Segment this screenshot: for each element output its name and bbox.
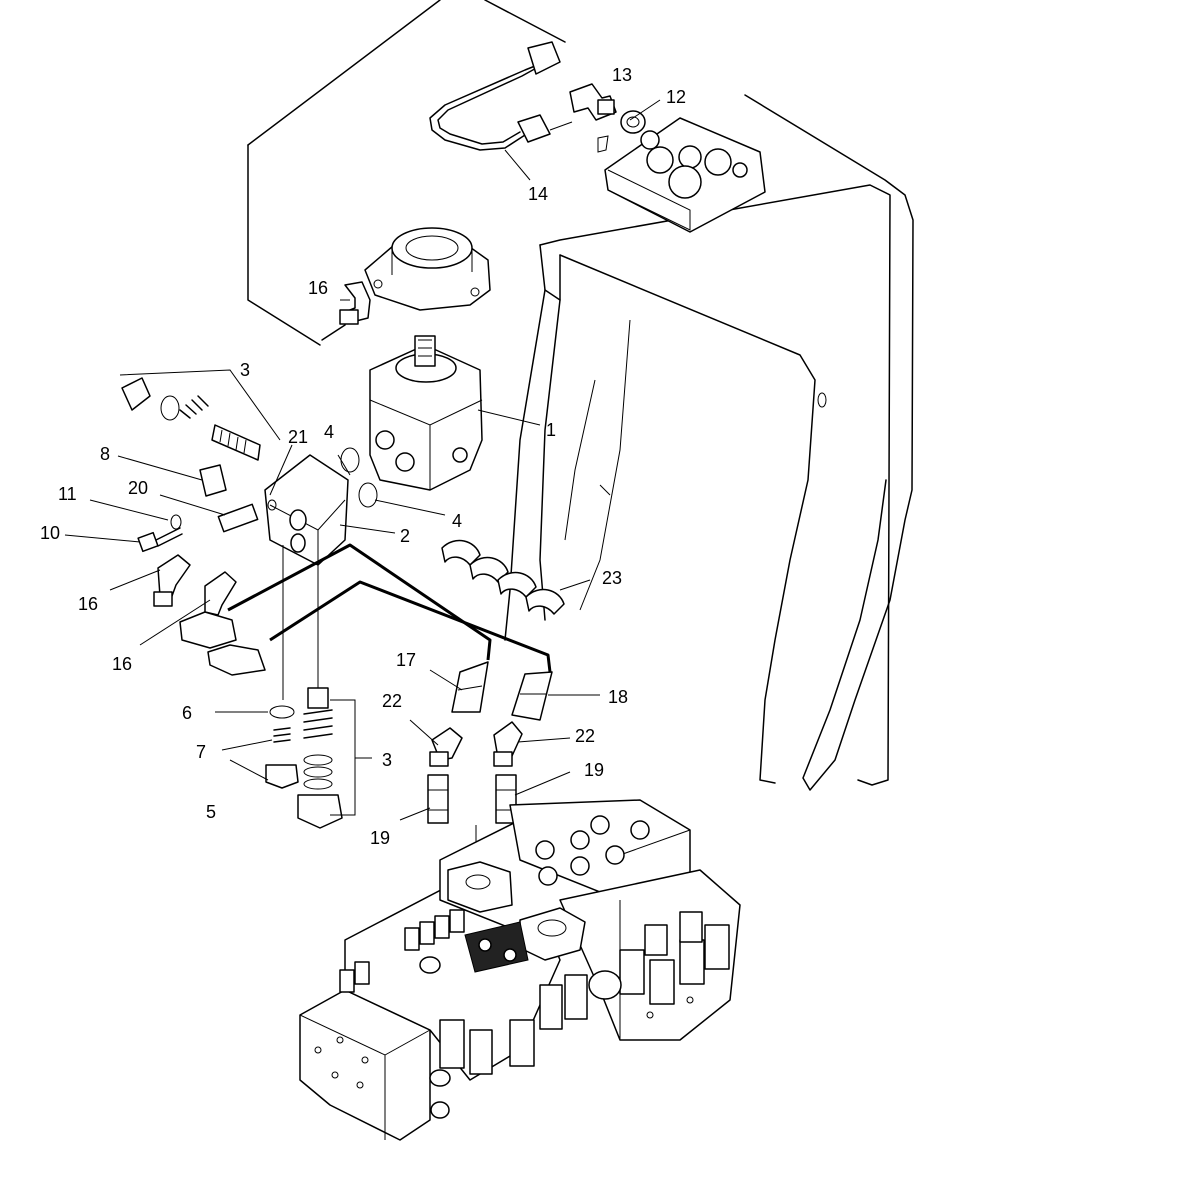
nipple-19 <box>427 774 517 824</box>
callout-23: 23 <box>602 568 622 588</box>
plug-8 <box>199 464 227 497</box>
callout-16: 16 <box>112 654 132 674</box>
clamp-23 <box>441 539 565 615</box>
cab-frame <box>504 94 914 791</box>
callout-labels: 1 2 3 3 4 4 5 6 7 8 10 11 12 13 14 16 16… <box>40 65 686 848</box>
callout-20: 20 <box>128 478 148 498</box>
upper-panel-outline <box>247 0 566 346</box>
mounting-plate <box>597 117 766 233</box>
callout-12: 12 <box>666 87 686 107</box>
elbow-fitting-22 <box>429 721 523 767</box>
callout-11: 11 <box>58 484 77 504</box>
relief-valve-3-upper <box>121 377 261 461</box>
callout-8: 8 <box>100 444 110 464</box>
bolt-10 <box>137 514 183 553</box>
callout-6: 6 <box>182 703 192 723</box>
callout-17: 17 <box>396 650 416 670</box>
hose-end-18 <box>511 671 553 721</box>
callout-22: 22 <box>382 691 402 711</box>
callout-2: 2 <box>400 526 410 546</box>
callout-4: 4 <box>452 511 462 531</box>
callout-22: 22 <box>575 726 595 746</box>
plug-5 <box>265 764 299 789</box>
callout-16: 16 <box>308 278 328 298</box>
callout-1: 1 <box>546 420 556 440</box>
hose-17 <box>179 543 552 676</box>
callout-13: 13 <box>612 65 632 85</box>
hose-end-17 <box>451 661 489 713</box>
control-valve-assembly <box>299 799 741 1141</box>
callout-10: 10 <box>40 523 60 543</box>
o-ring-6 <box>269 705 295 719</box>
callout-3: 3 <box>382 750 392 770</box>
tube-14 <box>429 41 573 151</box>
callout-18: 18 <box>608 687 628 707</box>
elbow-fitting-13 <box>569 83 617 121</box>
leader-lines <box>64 99 661 821</box>
callout-7: 7 <box>196 742 206 762</box>
adapter-12 <box>620 110 646 134</box>
callout-3: 3 <box>240 360 250 380</box>
callout-21: 21 <box>288 427 308 447</box>
callout-5: 5 <box>206 802 216 822</box>
callout-4: 4 <box>324 422 334 442</box>
callout-19: 19 <box>584 760 604 780</box>
check-valve-20 <box>217 503 259 533</box>
callout-14: 14 <box>528 184 548 204</box>
callout-19: 19 <box>370 828 390 848</box>
valve-block-2 <box>264 454 349 566</box>
elbow-fitting-16-left <box>153 554 237 616</box>
hydraulic-pump-1 <box>369 335 483 491</box>
flange-housing <box>364 227 491 311</box>
elbow-fitting-16-upper <box>321 281 371 341</box>
spring-7 <box>273 727 291 743</box>
callout-16: 16 <box>78 594 98 614</box>
relief-valve-3-lower <box>297 687 343 829</box>
